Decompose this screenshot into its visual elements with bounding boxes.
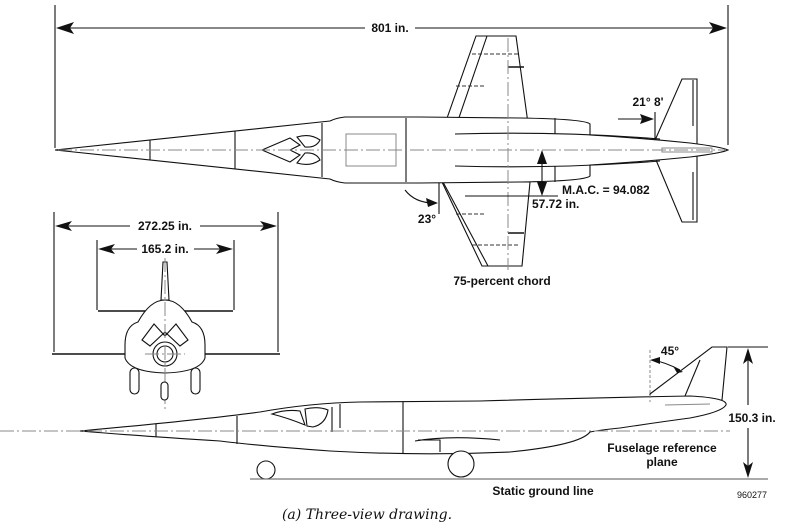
mac-offset-label: 57.72 in.: [532, 197, 579, 211]
figure-id: 960277: [737, 490, 767, 500]
fin-hatch-line: [664, 403, 711, 406]
arrowhead-left-icon: [56, 22, 74, 34]
front-view: 272.25 in. 165.2 in.: [52, 212, 280, 410]
intake-side: [414, 437, 501, 442]
outer-span-label: 272.25 in.: [138, 219, 192, 233]
ground-line-label: Static ground line: [492, 484, 594, 498]
nose-gear: [160, 381, 169, 401]
figure-caption: (a) Three-view drawing.: [282, 507, 452, 523]
top-view: 801 in.: [54, 5, 730, 288]
tail-angle-label: 45°: [661, 344, 679, 358]
height-label: 150.3 in.: [728, 411, 775, 425]
fuselage-ref-label-2: plane: [646, 455, 678, 469]
nacelle-line-upper: [454, 132, 661, 140]
main-gear-left: [129, 367, 140, 395]
sweep-arrow-icon: [426, 198, 438, 207]
overall-length-label: 801 in.: [371, 21, 408, 35]
height-arrow-up-icon: [743, 348, 753, 364]
tail-angle-arrow-left-icon: [650, 357, 660, 364]
mac-arrow-up-icon: [537, 150, 547, 164]
canopy-side-window: [304, 407, 329, 428]
canopy-window-upper: [296, 134, 321, 148]
arrowhead-right-icon: [709, 22, 727, 34]
fuselage-ref-label-1: Fuselage reference: [607, 441, 717, 455]
tail-angle-arrow-right-icon: [673, 366, 683, 373]
arrowhead-left-icon: [98, 244, 115, 254]
nozzle-outline: [661, 147, 713, 153]
canopy-window-lower: [296, 152, 321, 166]
arrowhead-left-icon: [55, 221, 72, 231]
mac-label: M.A.C. = 94.082: [562, 183, 650, 197]
mac-arrow-down-icon: [537, 182, 547, 196]
arrowhead-right-icon: [216, 244, 233, 254]
rudder-line: [684, 359, 701, 397]
main-wheel: [447, 450, 475, 478]
main-gear-right: [190, 367, 201, 395]
canopy-front-window: [270, 409, 306, 426]
tail-sweep-arrow-icon: [640, 114, 654, 124]
side-view: Static ground line 45° 150.3 in. Fuselag…: [0, 344, 776, 500]
lower-wing-flap-line: [442, 181, 489, 267]
wing-sweep-label: 23°: [418, 212, 436, 226]
nose-wheel: [256, 460, 276, 480]
inner-span-label: 165.2 in.: [141, 242, 188, 256]
nacelle-line-lower: [454, 160, 661, 168]
intakes-front: [141, 323, 189, 347]
height-arrow-down-icon: [743, 462, 753, 478]
chord-label: 75-percent chord: [453, 274, 550, 288]
arrowhead-right-icon: [260, 221, 277, 231]
lower-wing: [441, 181, 531, 267]
tail-sweep-label: 21° 8': [632, 95, 663, 109]
